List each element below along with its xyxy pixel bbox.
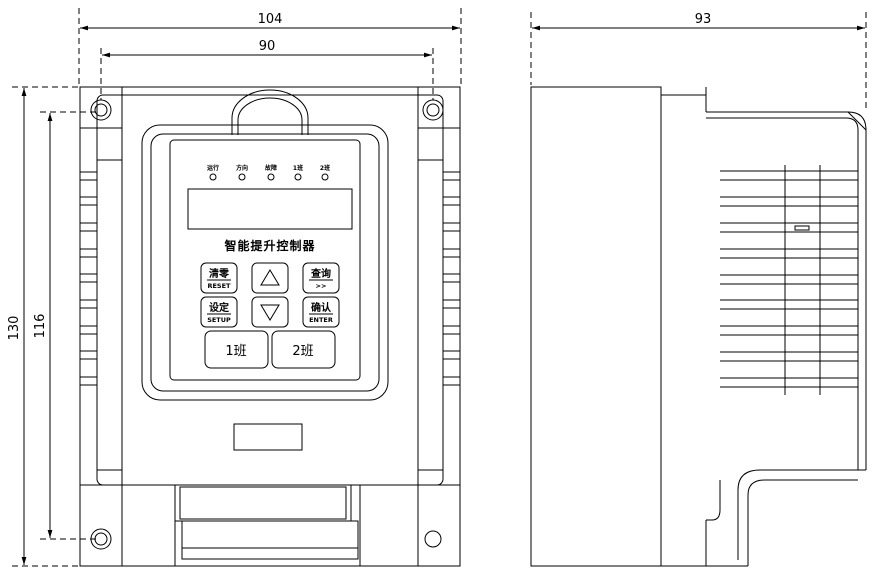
front-view xyxy=(79,86,461,567)
confirm-button-sub: ENTER xyxy=(309,316,333,324)
setup-button[interactable]: 设定 SETUP xyxy=(207,301,231,324)
led-label-run: 运行 xyxy=(207,164,219,172)
nameplate-window xyxy=(233,423,303,451)
query-button-sub: >> xyxy=(316,282,327,290)
query-button-label: 查询 xyxy=(310,267,331,280)
clear-button-sub: RESET xyxy=(207,282,231,290)
terminal-block xyxy=(80,484,460,566)
query-button[interactable]: 查询 >> xyxy=(310,267,331,290)
dim-label-90: 90 xyxy=(259,39,276,54)
down-arrow-icon xyxy=(260,304,280,321)
setup-button-sub: SETUP xyxy=(207,316,231,324)
dim-label-93: 93 xyxy=(695,12,712,27)
clear-button-label: 清零 xyxy=(209,267,230,280)
side-view xyxy=(530,86,867,567)
dim-side-depth xyxy=(530,12,867,108)
led-label-direction: 方向 xyxy=(236,164,248,172)
top-latch xyxy=(231,89,309,135)
mount-hole-top-left xyxy=(90,99,112,121)
dim-front-width xyxy=(78,8,462,85)
shift1-key-outline xyxy=(204,330,269,369)
led-label-shift2: 2班 xyxy=(320,164,330,172)
panel-title: 智能提升控制器 xyxy=(223,238,315,253)
dim-label-104: 104 xyxy=(258,12,283,27)
query-key-outline xyxy=(302,262,340,294)
shift2-key-outline xyxy=(271,330,336,369)
dim-label-116: 116 xyxy=(33,314,48,339)
dim-front-hole-spacing xyxy=(100,48,434,100)
lcd-display xyxy=(187,188,353,230)
setup-button-label: 设定 xyxy=(209,301,229,314)
dim-label-130: 130 xyxy=(7,316,22,341)
mount-hole-top-right xyxy=(422,99,444,121)
confirm-button[interactable]: 确认 ENTER xyxy=(309,301,333,324)
dim-front-hole-height xyxy=(40,111,100,540)
clear-button[interactable]: 清零 RESET xyxy=(207,267,231,290)
dim-front-height xyxy=(12,86,80,567)
led-label-fault: 故障 xyxy=(265,164,277,172)
up-key-outline xyxy=(251,262,289,294)
confirm-button-label: 确认 xyxy=(311,301,332,314)
confirm-key-outline xyxy=(302,296,340,328)
shift1-button[interactable]: 1班 xyxy=(225,344,246,359)
up-arrow-icon xyxy=(260,269,280,286)
keypad-panel xyxy=(141,124,389,401)
setup-key-outline xyxy=(200,296,238,328)
clear-key-outline xyxy=(200,262,238,294)
shift2-button[interactable]: 2班 xyxy=(292,344,313,359)
indicator-leds xyxy=(209,173,329,181)
mount-hole-bottom-left xyxy=(90,528,112,550)
mount-hole-bottom-right xyxy=(424,530,442,548)
down-key-outline xyxy=(251,296,289,328)
led-label-shift1: 1班 xyxy=(293,164,303,172)
